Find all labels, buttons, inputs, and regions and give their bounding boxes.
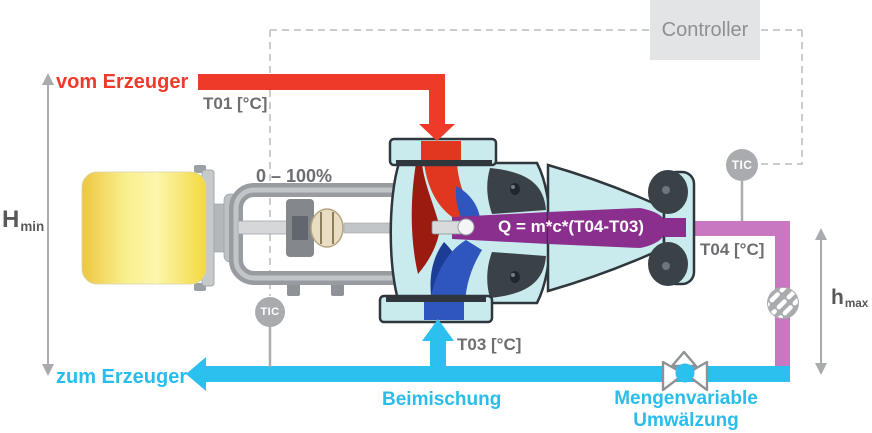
- spindle-plug: [310, 208, 344, 248]
- arrow-down-icon: [815, 363, 827, 375]
- red-inlet-port: [421, 141, 461, 163]
- hmin-sub: min: [20, 218, 45, 234]
- controller-label: Controller: [661, 18, 749, 41]
- beimischung-label: Beimischung: [382, 389, 502, 410]
- branch-arrow: [422, 319, 454, 367]
- pump-icon: [767, 287, 799, 319]
- stroke-range-label: 0 – 100%: [256, 166, 333, 186]
- supply-label: vom Erzeuger: [56, 71, 189, 93]
- heat-formula-label: Q = m*c*(T04-T03): [498, 217, 644, 236]
- tic-indicator: TIC: [726, 149, 758, 181]
- hmax-base: h: [831, 286, 844, 309]
- tic-indicator: TIC: [255, 297, 285, 327]
- tic-connector-lines: [268, 181, 744, 367]
- arrow-up-icon: [815, 228, 827, 240]
- mengenvariable-line2: Umwälzung: [633, 410, 739, 432]
- controller-signal-lines: [269, 29, 803, 296]
- return-pipe: [186, 357, 790, 391]
- t03-label: T03 [°C]: [457, 335, 522, 354]
- valve-assembly: [81, 137, 696, 324]
- signal-line-to-tic: [760, 30, 803, 165]
- t04-label: T04 [°C]: [700, 240, 765, 259]
- hmin-base: H: [2, 206, 20, 233]
- actuator: [81, 165, 239, 291]
- supply-pipe: [198, 74, 455, 141]
- hmin-label: Hmin: [2, 208, 44, 233]
- blue-channel: [430, 240, 482, 303]
- spindle-rod: [237, 220, 289, 235]
- hmin-axis: [42, 73, 54, 376]
- mengenvariable-label: Mengenvariable Umwälzung: [600, 388, 772, 432]
- arrow-up-icon: [42, 73, 54, 85]
- arrow-down-icon: [42, 364, 54, 376]
- tic-label: TIC: [260, 306, 280, 318]
- hmax-label: hmax: [831, 287, 868, 310]
- outlet-cone: [546, 163, 696, 293]
- hmax-sub: max: [844, 297, 869, 311]
- valve-icon: [661, 350, 709, 392]
- red-channel-shadow: [411, 163, 440, 274]
- actuator-housing: [81, 171, 207, 285]
- tic-label: TIC: [731, 158, 753, 172]
- controller-box: Controller: [650, 0, 760, 60]
- mengenvariable-line1: Mengenvariable: [614, 388, 758, 409]
- hmax-axis: [815, 228, 827, 375]
- t01-label: T01 [°C]: [203, 94, 268, 113]
- blue-inlet-port: [424, 298, 464, 320]
- return-label: zum Erzeuger: [56, 366, 188, 388]
- mixing-chamber: [452, 212, 548, 244]
- valve-body: [378, 137, 552, 324]
- purple-outlet-channel: [548, 208, 666, 248]
